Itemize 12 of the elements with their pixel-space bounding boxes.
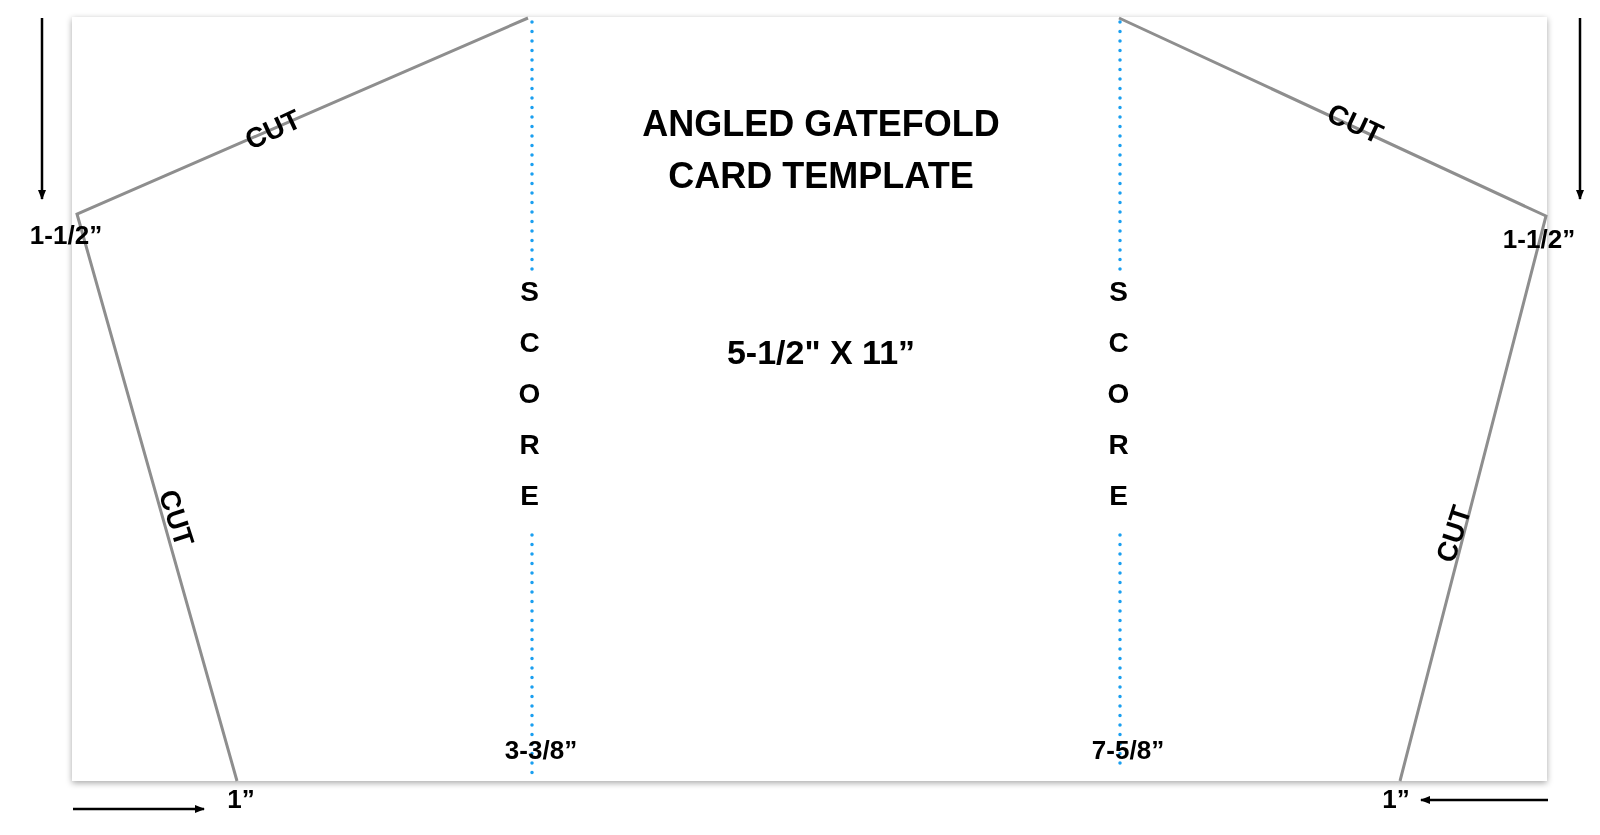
cut-label: CUT <box>1431 502 1477 566</box>
dimension-label: 3-3/8” <box>504 737 578 763</box>
cut-label: CUT <box>153 486 199 550</box>
cut-label: CUT <box>241 105 305 155</box>
dimension-label: 7-5/8” <box>1091 737 1165 763</box>
dimension-label: 1” <box>1382 786 1410 812</box>
dimension-label: 5-1/2" X 11” <box>726 335 916 369</box>
dimension-label: 1-1/2” <box>29 222 103 248</box>
cut-label: CUT <box>1323 99 1387 149</box>
dimension-label: 1-1/2” <box>1502 226 1576 252</box>
title: ANGLED GATEFOLD CARD TEMPLATE <box>641 101 1001 198</box>
dimension-label: 1” <box>227 786 255 812</box>
